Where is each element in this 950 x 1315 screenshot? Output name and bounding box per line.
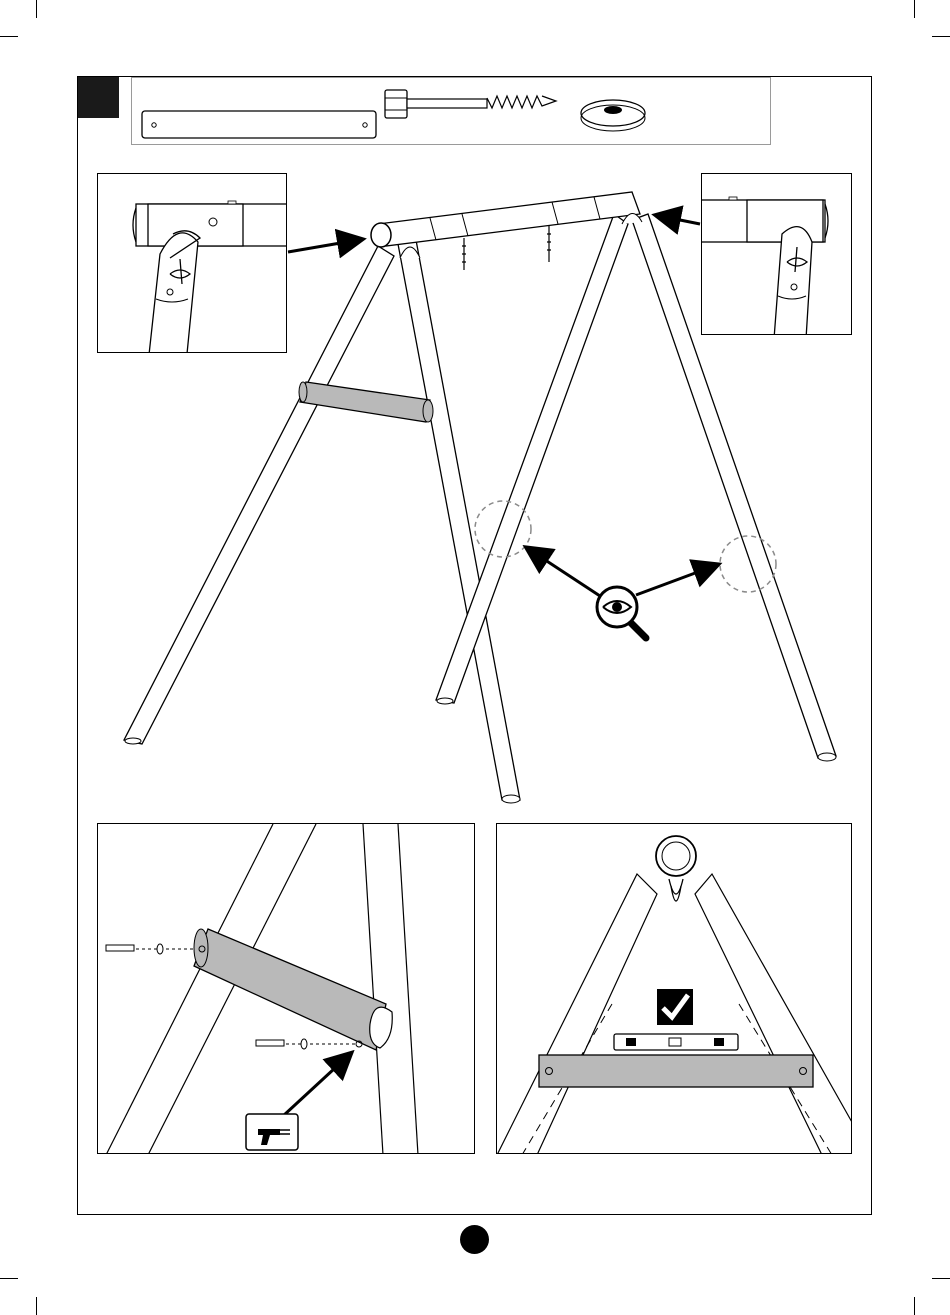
crop-mark	[0, 36, 18, 37]
left-bracket-detail	[98, 174, 287, 353]
washer-part	[581, 100, 645, 131]
detail-right-bracket-panel	[701, 173, 852, 335]
crossbar-detail	[194, 929, 386, 1050]
crop-mark	[914, 1297, 915, 1315]
crop-mark	[36, 0, 37, 18]
crop-mark	[0, 1278, 18, 1279]
detail-level-check-panel	[496, 823, 852, 1154]
detail-crossbar-bolting-panel	[97, 823, 475, 1154]
parts-illustration	[132, 78, 772, 146]
step-number-square	[78, 77, 119, 118]
right-bracket-detail	[702, 174, 852, 335]
crossbar-part	[142, 111, 376, 138]
page-number-dot	[460, 1225, 489, 1254]
parts-list-box	[131, 77, 771, 145]
detail-left-bracket-panel	[97, 173, 287, 353]
crop-mark	[932, 1278, 950, 1279]
screw-and-washer-left	[106, 944, 194, 954]
crop-mark	[932, 36, 950, 37]
screw-and-washer-right	[256, 1039, 356, 1049]
power-drill-icon	[246, 1114, 298, 1150]
crop-mark	[914, 0, 915, 18]
crossbar-bolting-detail	[98, 824, 475, 1154]
crossbar-level-detail	[539, 1055, 813, 1087]
level-check-detail	[497, 824, 852, 1154]
crop-mark	[36, 1297, 37, 1315]
checkmark-icon	[657, 989, 693, 1025]
lag-screw-part	[385, 90, 556, 118]
